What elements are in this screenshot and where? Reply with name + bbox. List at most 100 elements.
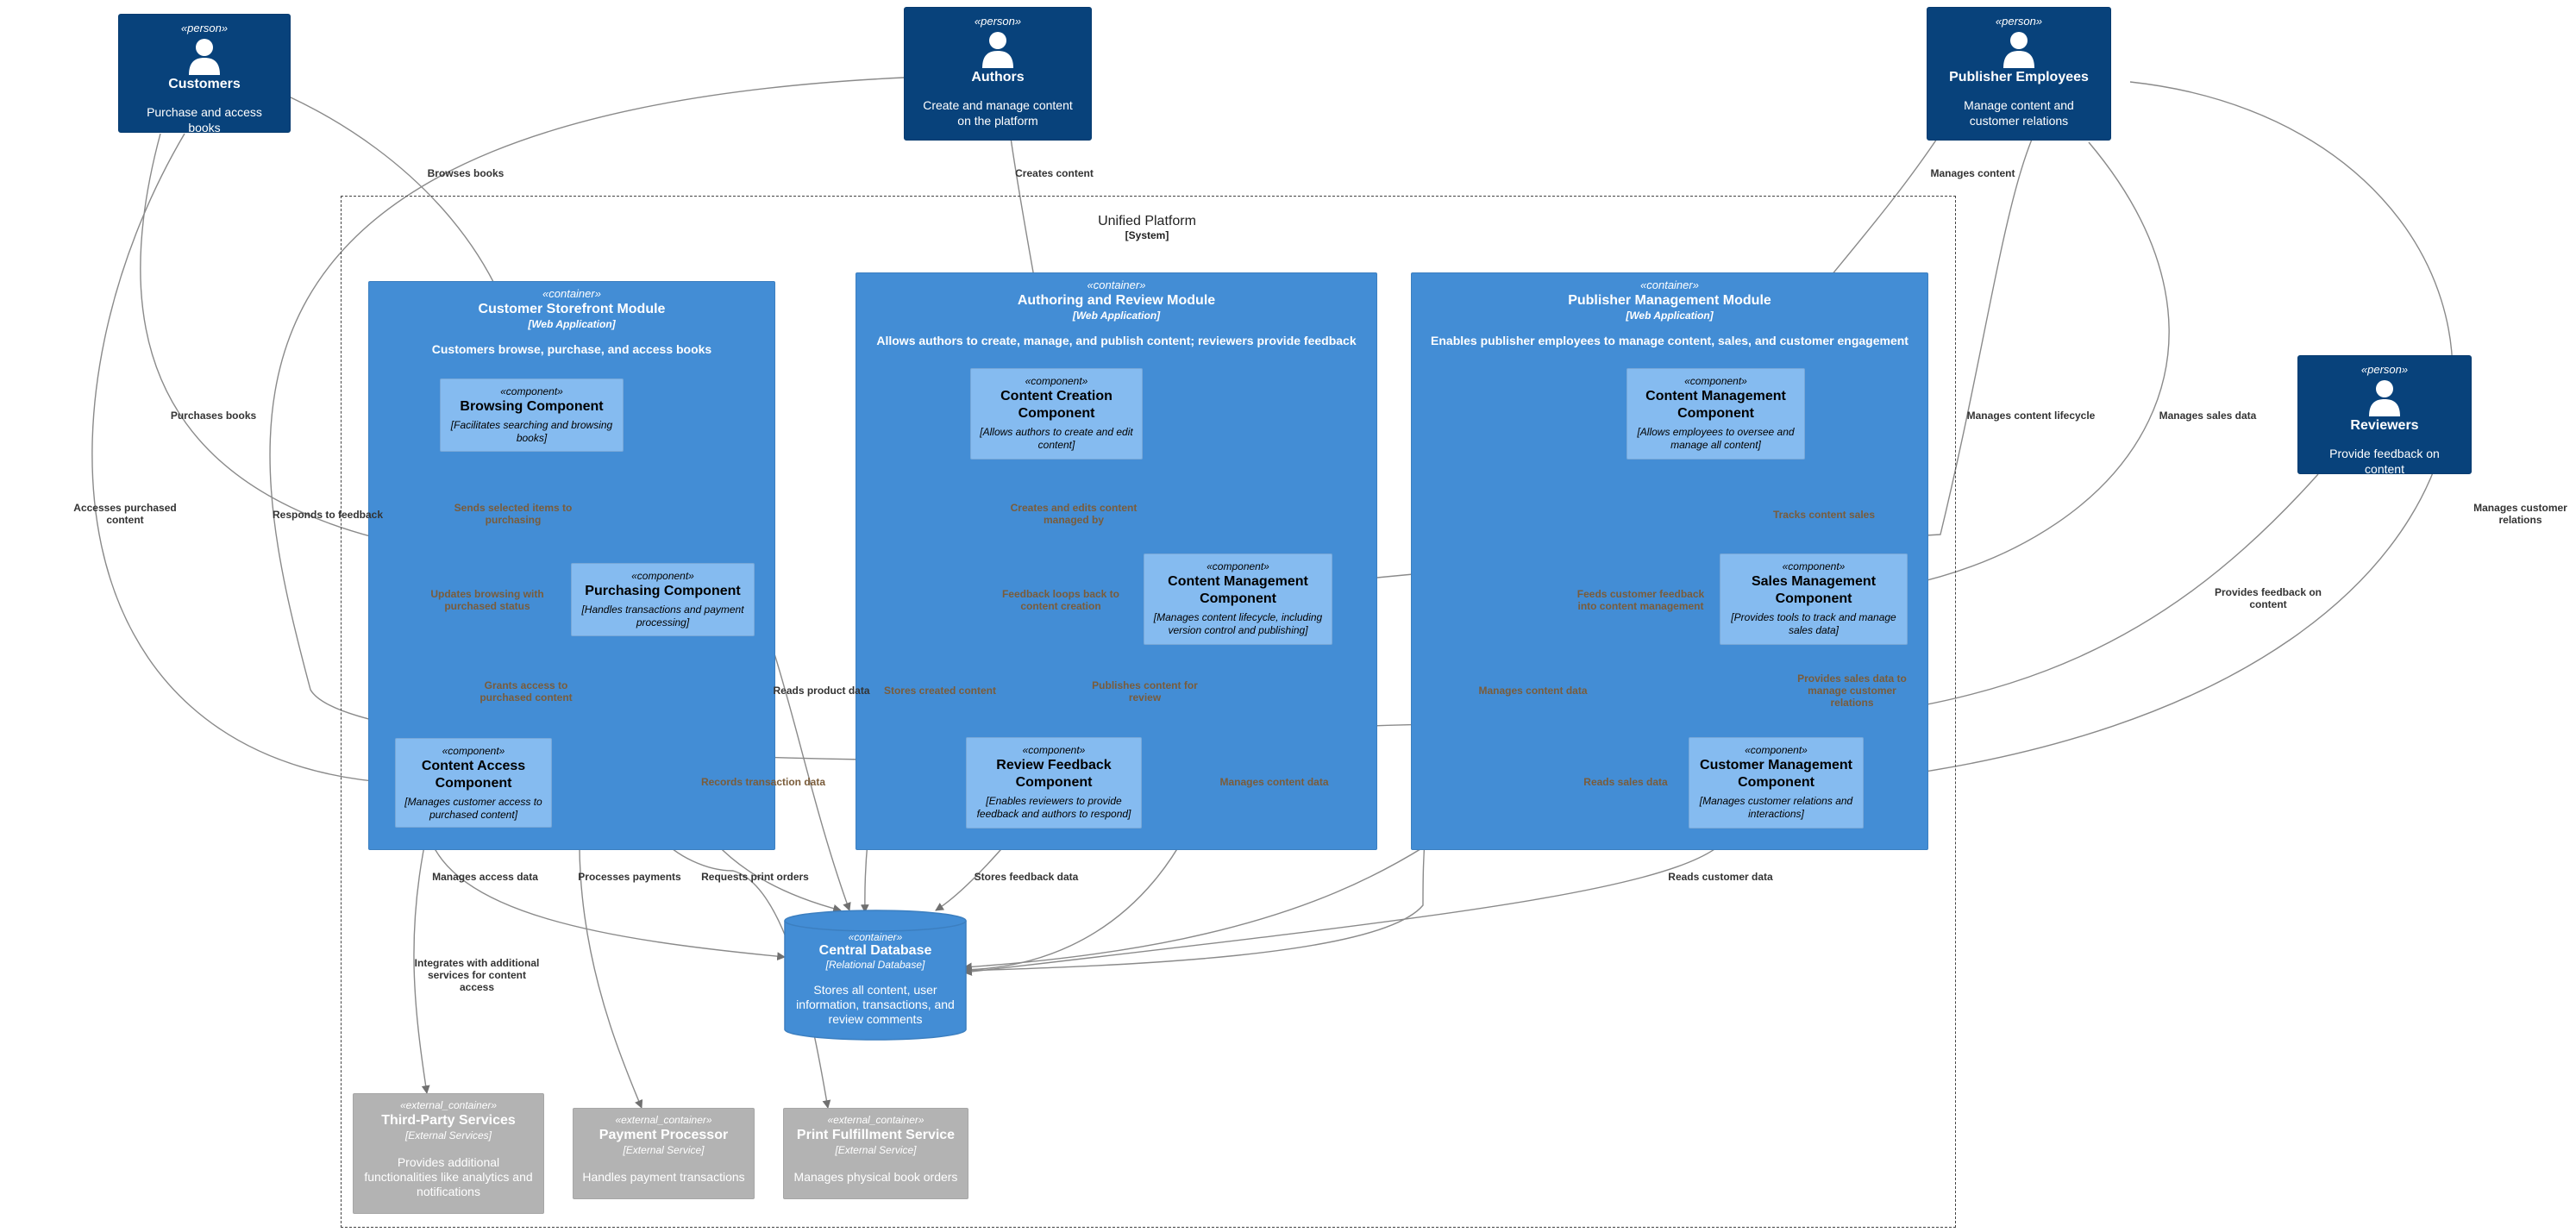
component-stereotype: «component» — [1684, 375, 1747, 387]
person-publisher-employees[interactable]: «person» Publisher Employees Manage cont… — [1927, 7, 2111, 141]
label-tracks-sales: Tracks content sales — [1772, 509, 1876, 521]
component-name: Content Creation Component — [1000, 389, 1113, 421]
component-name: Review Feedback Component — [996, 758, 1112, 790]
database-cylinder[interactable] — [783, 909, 968, 1043]
label-sends-selected: Sends selected items to purchasing — [454, 502, 573, 526]
person-name: Authors — [971, 70, 1025, 84]
label-stores-feedback: Stores feedback data — [974, 871, 1079, 883]
external-description: Handles payment transactions — [582, 1170, 745, 1184]
container-name: Authoring and Review Module — [1017, 293, 1216, 308]
edge-manages-access — [426, 829, 786, 961]
person-authors[interactable]: «person» Authors Create and manage conte… — [904, 7, 1092, 141]
container-stereotype: «container» — [542, 287, 601, 300]
person-icon — [2003, 32, 2034, 68]
label-feedback-loops: Feedback loops back to content creation — [1001, 588, 1120, 612]
component-sales-management[interactable]: «component» Sales Management Component [… — [1720, 553, 1908, 645]
label-creates-content: Creates content — [1015, 167, 1094, 179]
external-description: Provides additional functionalities like… — [364, 1155, 533, 1198]
component-content-access[interactable]: «component» Content Access Component [Ma… — [395, 738, 552, 828]
external-print-fulfillment[interactable]: «external_container» Print Fulfillment S… — [783, 1108, 968, 1199]
container-name: Customer Storefront Module — [478, 302, 666, 316]
container-description: Enables publisher employees to manage co… — [1431, 334, 1908, 347]
edge-reads-customer — [963, 829, 1734, 976]
label-manages-content-data-p: Manages content data — [1478, 685, 1588, 697]
component-description: [Manages customer access to purchased co… — [404, 796, 542, 821]
label-provides-sales: Provides sales data to manage customer r… — [1797, 672, 1907, 709]
component-content-management-publisher[interactable]: «component» Content Management Component… — [1626, 368, 1805, 460]
component-description: [Handles transactions and payment proces… — [581, 603, 744, 629]
person-description: Purchase and access books — [147, 105, 262, 133]
component-name: Purchasing Component — [585, 584, 741, 598]
edge-manages-sales — [1905, 141, 2170, 588]
component-name: Browsing Component — [460, 399, 604, 414]
component-stereotype: «component» — [1745, 744, 1808, 756]
external-name: Payment Processor — [599, 1128, 729, 1142]
person-icon — [2369, 380, 2400, 416]
container-technology: [Web Application] — [1072, 310, 1161, 322]
external-technology: [External Service] — [835, 1144, 917, 1156]
label-records-transaction: Records transaction data — [700, 776, 826, 788]
label-requests-print: Requests print orders — [701, 871, 809, 883]
person-icon — [189, 39, 220, 75]
external-stereotype: «external_container» — [827, 1114, 924, 1126]
component-stereotype: «component» — [500, 385, 563, 397]
database-label: «container» Central Database [Relational… — [783, 931, 968, 1027]
label-reads-product: Reads product data — [773, 685, 870, 697]
component-stereotype: «component» — [631, 570, 694, 582]
label-manages-lifecycle: Manages content lifecycle — [1966, 410, 2096, 422]
label-accesses-purchased: Accesses purchased content — [73, 502, 177, 526]
label-responds-feedback: Responds to feedback — [272, 509, 384, 521]
container-description: Customers browse, purchase, and access b… — [431, 342, 712, 356]
label-manages-sales: Manages sales data — [2159, 410, 2257, 422]
container-technology: [Web Application] — [528, 318, 616, 330]
external-stereotype: «external_container» — [399, 1099, 498, 1111]
component-review-feedback[interactable]: «component» Review Feedback Component [E… — [966, 737, 1142, 829]
external-name: Third-Party Services — [381, 1113, 516, 1128]
person-description: Manage content and customer relations — [1964, 98, 2074, 128]
component-name: Content Management Component — [1168, 574, 1308, 606]
person-description: Create and manage content on the platfor… — [923, 98, 1073, 128]
person-name: Customers — [168, 77, 241, 91]
component-description: [Manages content lifecycle, including ve… — [1153, 611, 1323, 636]
label-manages-customer-relations: Manages customer relations — [2473, 502, 2567, 526]
label-purchases-books: Purchases books — [170, 410, 257, 422]
person-customers[interactable]: «person» Customers Purchase and access b… — [118, 14, 291, 133]
container-name: Publisher Management Module — [1568, 293, 1771, 308]
person-stereotype: «person» — [2360, 363, 2409, 376]
component-stereotype: «component» — [1025, 375, 1088, 387]
component-description: [Enables reviewers to provide feedback a… — [976, 795, 1131, 820]
component-stereotype: «component» — [1207, 560, 1269, 572]
database-technology: [Relational Database] — [825, 959, 925, 971]
container-description: Allows authors to create, manage, and pu… — [876, 334, 1357, 347]
container-stereotype: «container» — [1087, 278, 1146, 291]
label-integrates: Integrates with additional services for … — [414, 957, 540, 993]
component-description: [Manages customer relations and interact… — [1699, 795, 1853, 820]
external-payment-processor[interactable]: «external_container» Payment Processor [… — [573, 1108, 755, 1199]
component-purchasing[interactable]: «component» Purchasing Component [Handle… — [571, 563, 755, 636]
person-description: Provide feedback on content — [2329, 447, 2440, 474]
person-stereotype: «person» — [1995, 15, 2043, 28]
component-description: [Allows authors to create and edit conte… — [980, 426, 1133, 451]
component-content-management-authoring[interactable]: «component» Content Management Component… — [1144, 553, 1332, 645]
label-reads-sales: Reads sales data — [1583, 776, 1668, 788]
label-publishes-review: Publishes content for review — [1092, 679, 1198, 704]
external-third-party-services[interactable]: «external_container» Third-Party Service… — [353, 1093, 544, 1214]
component-description: [Allows employees to oversee and manage … — [1637, 426, 1795, 451]
external-name: Print Fulfillment Service — [796, 1128, 956, 1142]
edge-integrates — [413, 829, 430, 1094]
component-description: [Provides tools to track and manage sale… — [1731, 611, 1896, 636]
component-stereotype: «component» — [1782, 560, 1846, 572]
database-stereotype: «container» — [848, 931, 903, 943]
label-reads-customer: Reads customer data — [1668, 871, 1773, 883]
person-reviewers[interactable]: «person» Reviewers Provide feedback on c… — [2297, 355, 2472, 474]
component-customer-management[interactable]: «component» Customer Management Componen… — [1689, 737, 1864, 829]
label-processes-payments: Processes payments — [578, 871, 681, 883]
person-name: Reviewers — [2350, 418, 2419, 433]
label-manages-content: Manages content — [1930, 167, 2015, 179]
label-grants-access: Grants access to purchased content — [479, 679, 573, 704]
person-name: Publisher Employees — [1949, 70, 2089, 84]
component-content-creation[interactable]: «component» Content Creation Component [… — [970, 368, 1143, 460]
external-description: Manages physical book orders — [793, 1170, 958, 1184]
component-browsing[interactable]: «component» Browsing Component [Facilita… — [440, 378, 624, 452]
